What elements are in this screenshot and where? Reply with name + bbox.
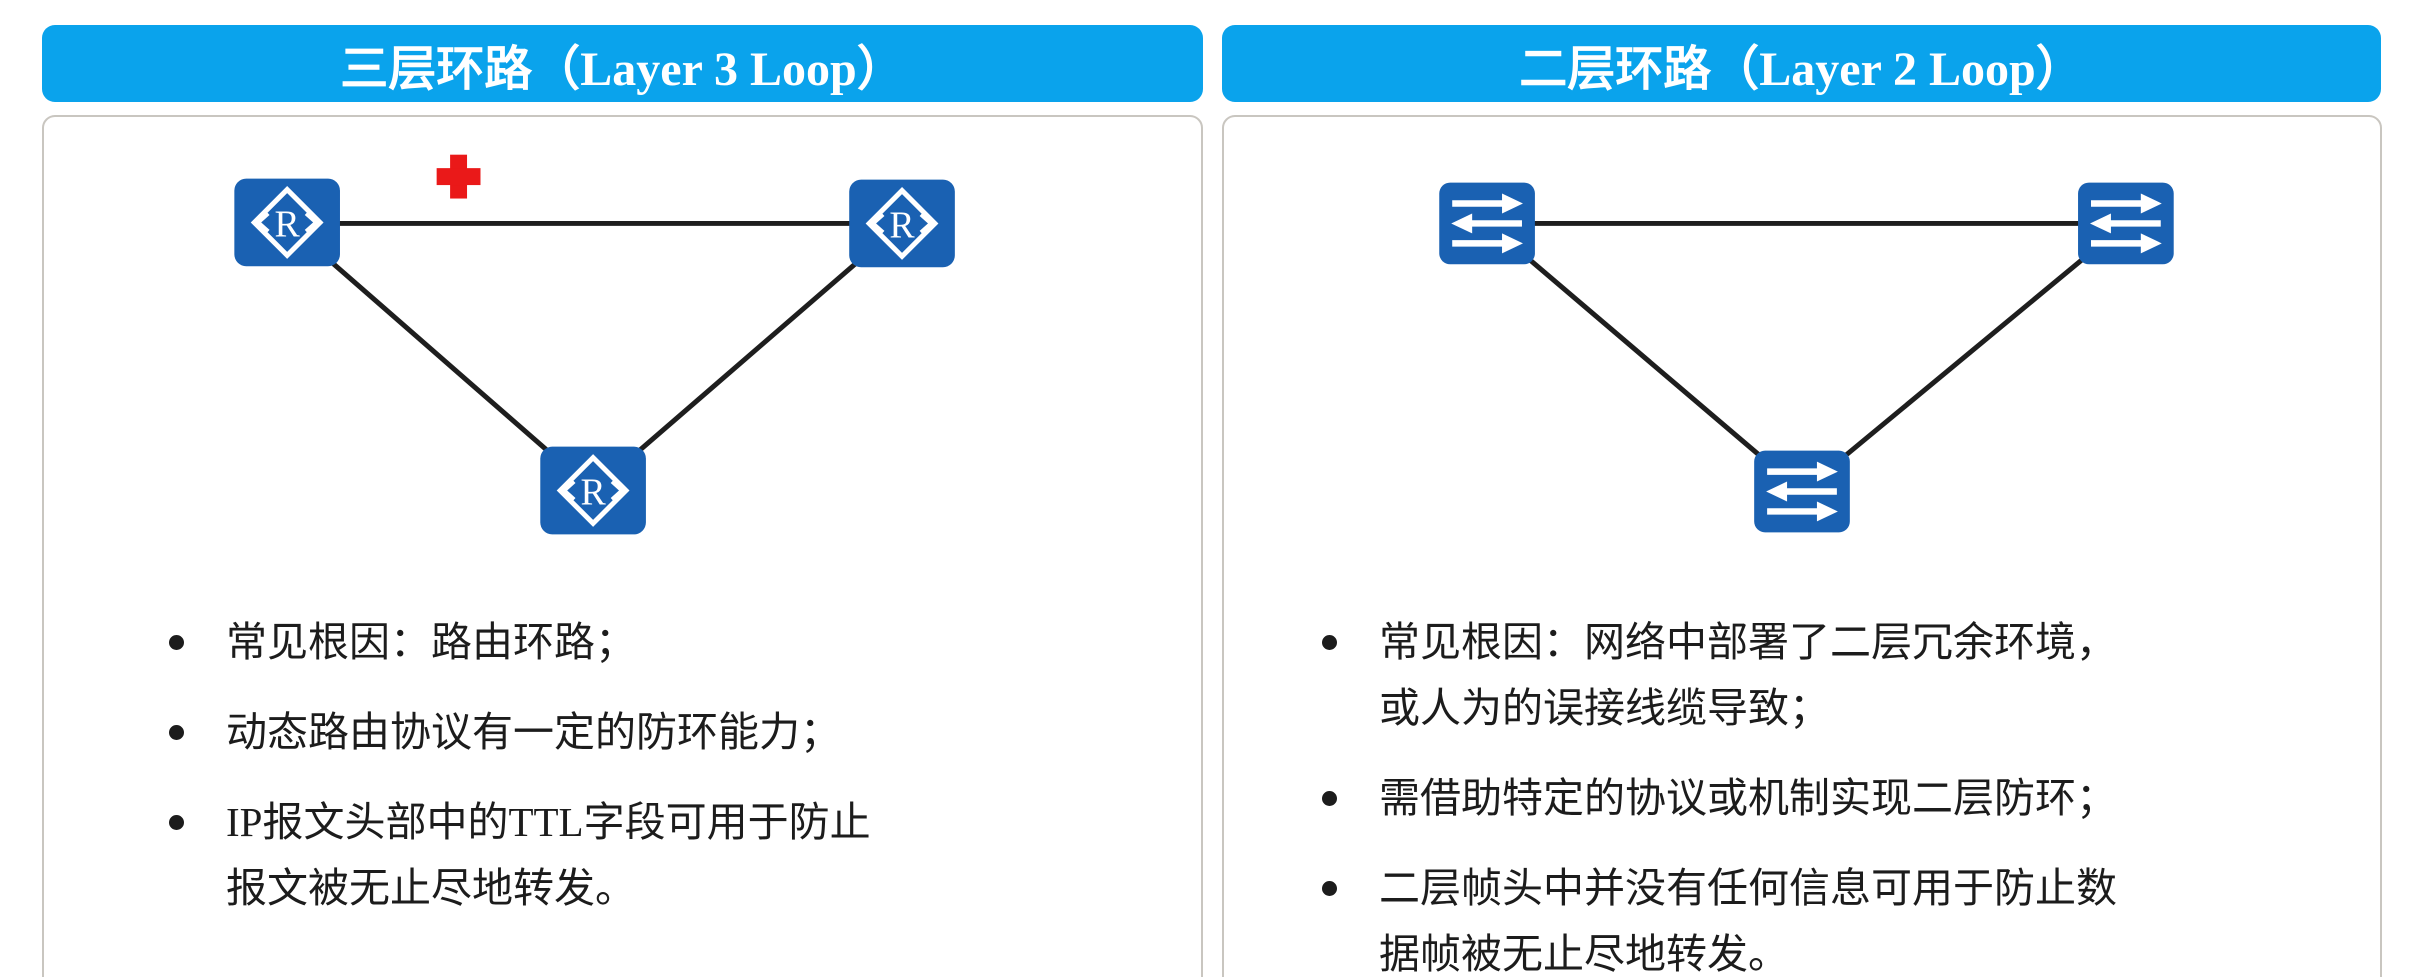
bullet-dot — [1322, 791, 1337, 806]
router-letter: R — [275, 203, 301, 245]
router-letter: R — [580, 471, 606, 513]
bullet-dot — [169, 725, 184, 740]
layer3-card: R R R — [42, 115, 1203, 977]
layer3-title: 三层环路（Layer 3 Loop） — [340, 42, 905, 96]
router-icon: R — [234, 178, 340, 267]
link-line — [285, 221, 595, 493]
bullet-text: 需借助特定的协议或机制实现二层防环； — [1379, 775, 2117, 821]
link-line — [591, 221, 904, 493]
layer2-title: 二层环路（Layer 2 Loop） — [1519, 42, 2084, 96]
router-letter: R — [889, 204, 915, 246]
layer2-card: 常见根因：网络中部署了二层冗余环境，或人为的误接线缆导致； 需借助特定的协议或机… — [1222, 115, 2382, 977]
bullet-dot — [1322, 635, 1337, 650]
list-item: 二层帧头中并没有任何信息可用于防止数据帧被无止尽地转发。 — [1322, 855, 2127, 977]
switch-icon — [1439, 182, 1535, 265]
switch-icon — [1754, 450, 1850, 533]
list-item: 动态路由协议有一定的防环能力； — [169, 699, 886, 765]
layer3-header: 三层环路（Layer 3 Loop） — [42, 25, 1203, 102]
list-item: 需借助特定的协议或机制实现二层防环； — [1322, 765, 2127, 831]
list-item: 常见根因：路由环路； — [169, 609, 886, 675]
layer3-bullet-list: 常见根因：路由环路； 动态路由协议有一定的防环能力； IP报文头部中的TTL字段… — [169, 609, 886, 921]
layer2-header: 二层环路（Layer 2 Loop） — [1222, 25, 2381, 102]
router-icon: R — [849, 179, 955, 268]
bullet-dot — [169, 815, 184, 830]
router-icon: R — [540, 446, 646, 535]
bullet-text: 动态路由协议有一定的防环能力； — [226, 709, 841, 755]
list-item: 常见根因：网络中部署了二层冗余环境，或人为的误接线缆导致； — [1322, 609, 2127, 741]
error-cross-icon — [436, 154, 481, 199]
bullet-dot — [1322, 881, 1337, 896]
layer2-topology-diagram — [1439, 182, 2174, 533]
list-item: IP报文头部中的TTL字段可用于防止报文被无止尽地转发。 — [169, 789, 886, 921]
link-line — [1800, 221, 2128, 494]
switch-icon — [2078, 182, 2174, 265]
bullet-text: IP报文头部中的TTL字段可用于防止报文被无止尽地转发。 — [226, 799, 871, 911]
link-line — [1485, 221, 1804, 494]
bullet-text: 常见根因：网络中部署了二层冗余环境，或人为的误接线缆导致； — [1379, 619, 2117, 731]
bullet-text: 二层帧头中并没有任何信息可用于防止数据帧被无止尽地转发。 — [1379, 865, 2117, 977]
layer3-topology-diagram: R R R — [234, 154, 955, 535]
layer2-bullet-list: 常见根因：网络中部署了二层冗余环境，或人为的误接线缆导致； 需借助特定的协议或机… — [1322, 609, 2127, 977]
bullet-text: 常见根因：路由环路； — [226, 619, 636, 665]
bullet-dot — [169, 635, 184, 650]
